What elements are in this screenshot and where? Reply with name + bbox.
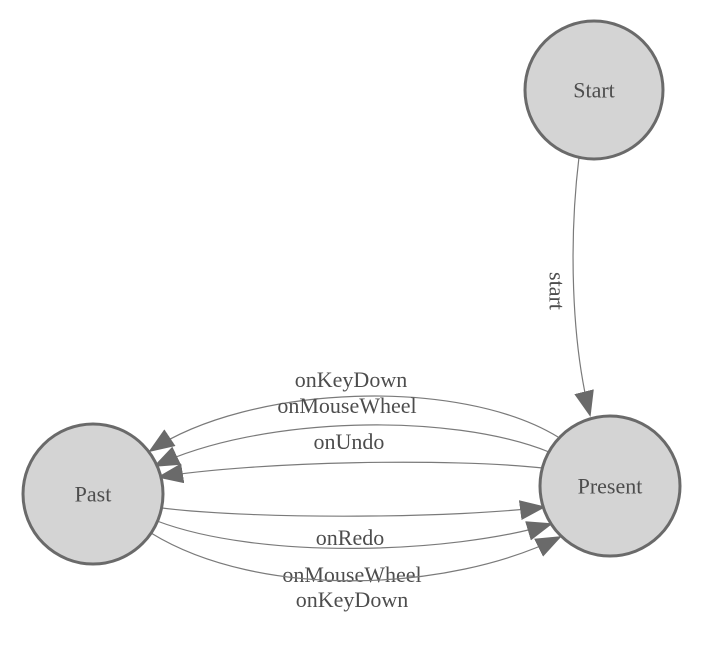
- state-circle[interactable]: [21, 422, 165, 566]
- transition-label: onMouseWheel: [277, 393, 416, 418]
- transition-label: onMouseWheel: [282, 562, 421, 587]
- state-label: Past: [75, 482, 112, 507]
- transition-past-to-present-5: onMouseWheel: [156, 520, 553, 587]
- state-label: Start: [573, 78, 615, 103]
- transition-label: onRedo: [316, 525, 384, 550]
- transition-edge-line: [150, 532, 562, 582]
- transition-past-to-present-6: onKeyDown: [150, 532, 562, 612]
- transition-edge-line: [572, 156, 594, 417]
- transition-edge-line: [161, 500, 546, 521]
- transition-present-to-past-2: onMouseWheel: [153, 393, 550, 467]
- state-circle[interactable]: [523, 19, 665, 161]
- state-label: Present: [578, 474, 643, 499]
- transition-label: onUndo: [314, 429, 385, 454]
- transition-edge-line: [148, 395, 559, 453]
- transition-present-to-past-1: onKeyDown: [148, 367, 559, 453]
- state-node-present[interactable]: Present: [538, 414, 682, 558]
- state-circle[interactable]: [538, 414, 682, 558]
- transition-label: onKeyDown: [296, 587, 408, 612]
- transition-label: onKeyDown: [295, 367, 407, 392]
- transition-edge-line: [156, 520, 553, 549]
- transition-edge-line: [157, 461, 544, 484]
- state-node-past[interactable]: Past: [21, 422, 165, 566]
- transition-present-to-past-3: onUndo: [157, 429, 544, 484]
- transition-edge-line: [153, 424, 550, 467]
- transition-start-to-present-0: start: [545, 156, 594, 417]
- transition-label: start: [545, 272, 570, 310]
- state-node-start[interactable]: Start: [523, 19, 665, 161]
- transition-past-to-present-4: onRedo: [161, 500, 546, 550]
